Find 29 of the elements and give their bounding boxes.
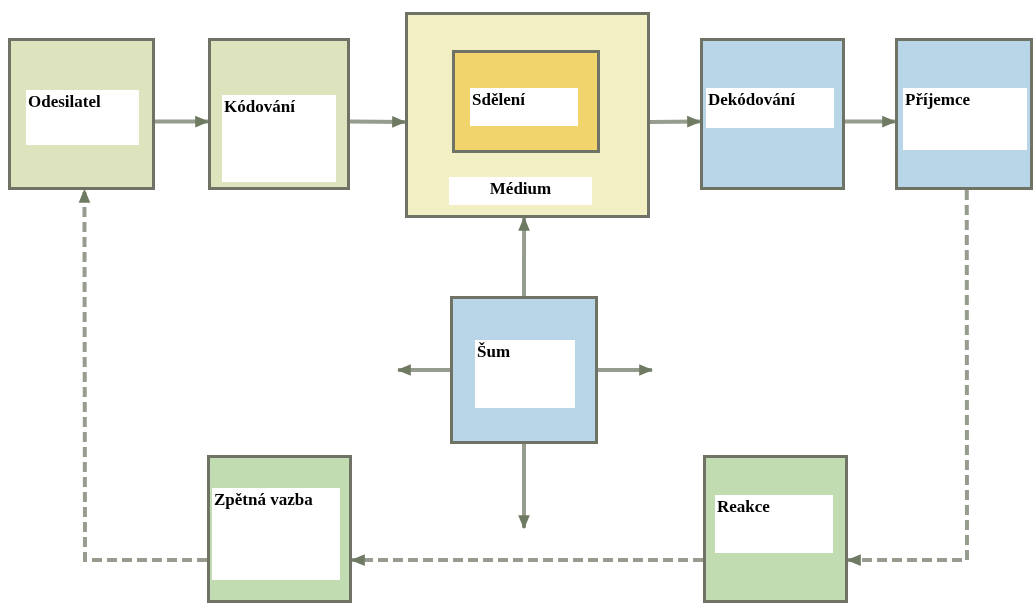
medium-box [405, 12, 650, 218]
box-label: Šum [475, 340, 575, 408]
process-box [895, 38, 1033, 190]
box-label: Kódování [222, 95, 336, 182]
dashed-arrow [846, 190, 969, 566]
arrow [650, 115, 702, 128]
arrow [845, 115, 897, 128]
box-label: Reakce [715, 495, 833, 553]
box-label: Dekódování [706, 88, 834, 128]
dashed-arrow [78, 188, 207, 563]
arrow [155, 115, 210, 128]
message-box [452, 50, 600, 153]
noise-box [450, 296, 598, 444]
box-label: Sdělení [470, 88, 578, 126]
process-box [207, 455, 352, 603]
arrow [396, 364, 450, 376]
dashed-arrow [350, 554, 703, 566]
arrow [350, 116, 407, 128]
process-box [208, 38, 350, 190]
arrow [598, 364, 654, 376]
box-label: Příjemce [903, 88, 1027, 150]
process-box [700, 38, 845, 190]
arrow [518, 444, 530, 530]
arrow [518, 216, 530, 296]
box-label: Zpětná vazba [212, 488, 340, 580]
box-label: Odesilatel [26, 90, 139, 145]
process-box [8, 38, 155, 190]
process-box [703, 455, 848, 603]
box-label: Médium [449, 177, 592, 205]
